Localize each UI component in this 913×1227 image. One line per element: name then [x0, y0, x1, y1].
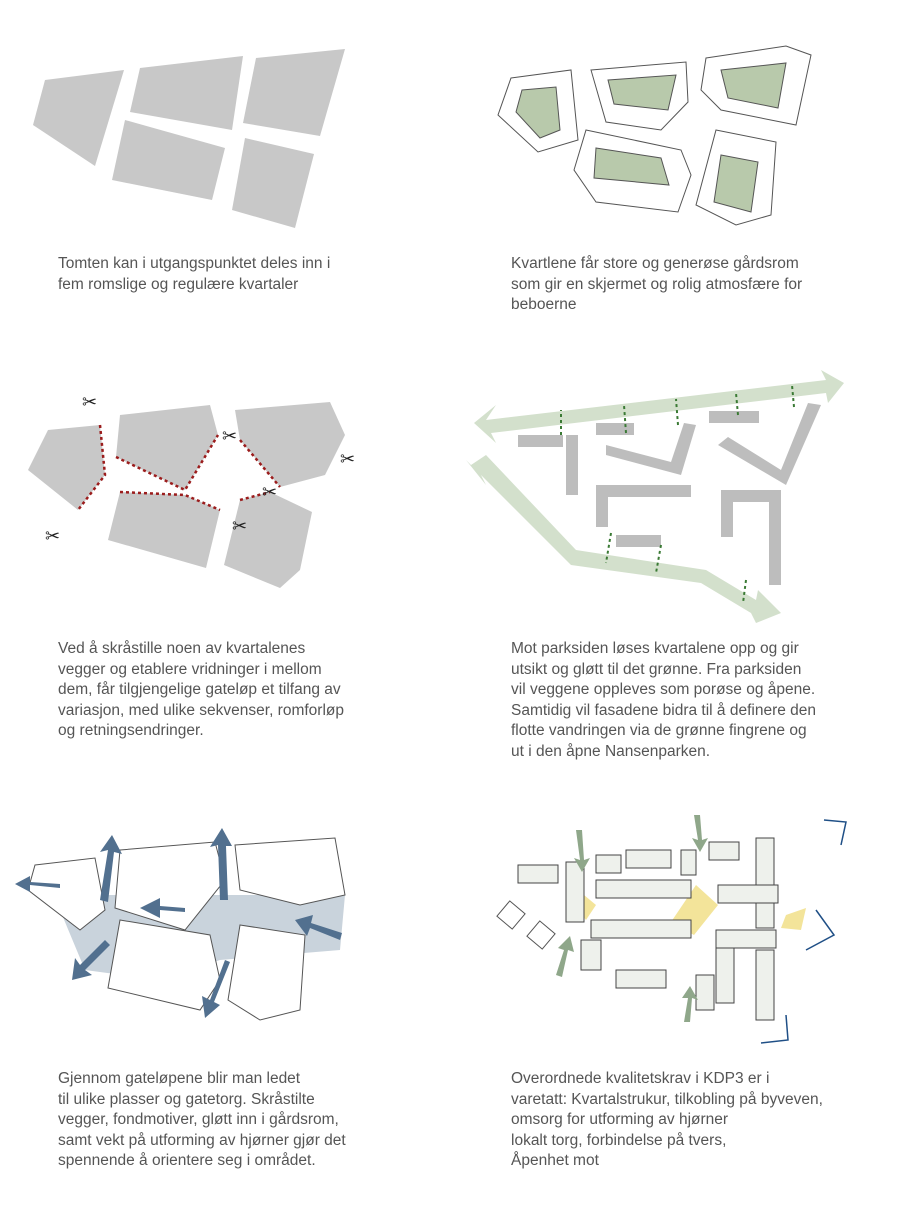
block-division-diagram [33, 49, 345, 228]
caption-line: Kvartlene får store og generøse gårdsrom [511, 255, 799, 272]
caption-park-side: Mot parksiden løses kvartalene opp og gi… [511, 639, 831, 762]
scissors-icon: ✂ ✂ ✂ ✂ ✂ ✂ [45, 392, 355, 546]
caption-line: variasjon, med ulike sekvenser, romforlø… [58, 701, 345, 719]
caption-line: Åpenhet mot [511, 1152, 599, 1169]
caption-streets: Gjennom gateløpene blir man ledet til ul… [58, 1069, 378, 1172]
caption-line: Tomten kan i utgangspunktet deles inn i [58, 255, 331, 272]
caption-line: varetatt: Kvartalstrukur, tilkobling på … [511, 1090, 823, 1108]
caption-line: til ulike plasser og gatetorg. Skråstilt… [58, 1090, 315, 1108]
svg-text:✂: ✂ [340, 449, 355, 469]
caption-line: som gir en skjermet og rolig atmosfære f… [511, 275, 803, 293]
caption-skewed-walls: Ved å skråstille noen av kvartalenes veg… [58, 639, 378, 742]
caption-line: fem romslige og regulære kvartaler [58, 275, 299, 293]
park-side-diagram [466, 370, 844, 623]
caption-line: flotte vandringen via de grønne fingrene… [511, 722, 807, 739]
caption-division: Tomten kan i utgangspunktet deles inn i … [58, 254, 378, 295]
caption-line: dem, får tilgjengelige gateløp et tilfan… [58, 681, 341, 698]
caption-line: ut i den åpne Nansenparken. [511, 742, 711, 760]
caption-line: spennende å orientere seg i området. [58, 1152, 316, 1169]
svg-text:✂: ✂ [232, 516, 247, 536]
caption-line: samt vekt på utforming av hjørner gjør d… [58, 1131, 346, 1149]
caption-line: Gjennom gateløpene blir man ledet [58, 1070, 301, 1087]
caption-line: beboerne [511, 296, 577, 313]
street-flow-diagram [15, 828, 346, 1021]
skewed-walls-diagram: ✂ ✂ ✂ ✂ ✂ ✂ [28, 392, 355, 588]
svg-text:✂: ✂ [45, 526, 60, 546]
caption-line: Samtidig vil fasadene bidra til å define… [511, 701, 817, 719]
caption-line: lokalt torg, forbindelse på tvers, [511, 1131, 727, 1149]
quality-requirements-diagram [496, 815, 847, 1044]
svg-text:✂: ✂ [82, 392, 97, 412]
courtyard-diagram [497, 45, 812, 226]
caption-line: og retningsendringer. [58, 722, 204, 739]
caption-line: vegger, fondmotiver, gløtt inn i gårdsro… [58, 1111, 339, 1128]
caption-line: omsorg for utforming av hjørner [511, 1111, 729, 1128]
caption-line: utsikt og gløtt til det grønne. Fra park… [511, 660, 802, 678]
caption-line: Overordnede kvalitetskrav i KDP3 er i [511, 1070, 770, 1087]
caption-line: Mot parksiden løses kvartalene opp og gi… [511, 640, 799, 657]
caption-line: Ved å skråstille noen av kvartalenes [58, 640, 306, 657]
caption-line: vegger og etablere vridninger i mellom [58, 660, 322, 678]
svg-text:✂: ✂ [262, 482, 277, 502]
caption-line: vil veggene oppleves som porøse og åpene… [511, 681, 816, 698]
caption-courtyards: Kvartlene får store og generøse gårdsrom… [511, 254, 831, 316]
svg-text:✂: ✂ [222, 426, 237, 446]
caption-quality: Overordnede kvalitetskrav i KDP3 er i va… [511, 1069, 831, 1172]
